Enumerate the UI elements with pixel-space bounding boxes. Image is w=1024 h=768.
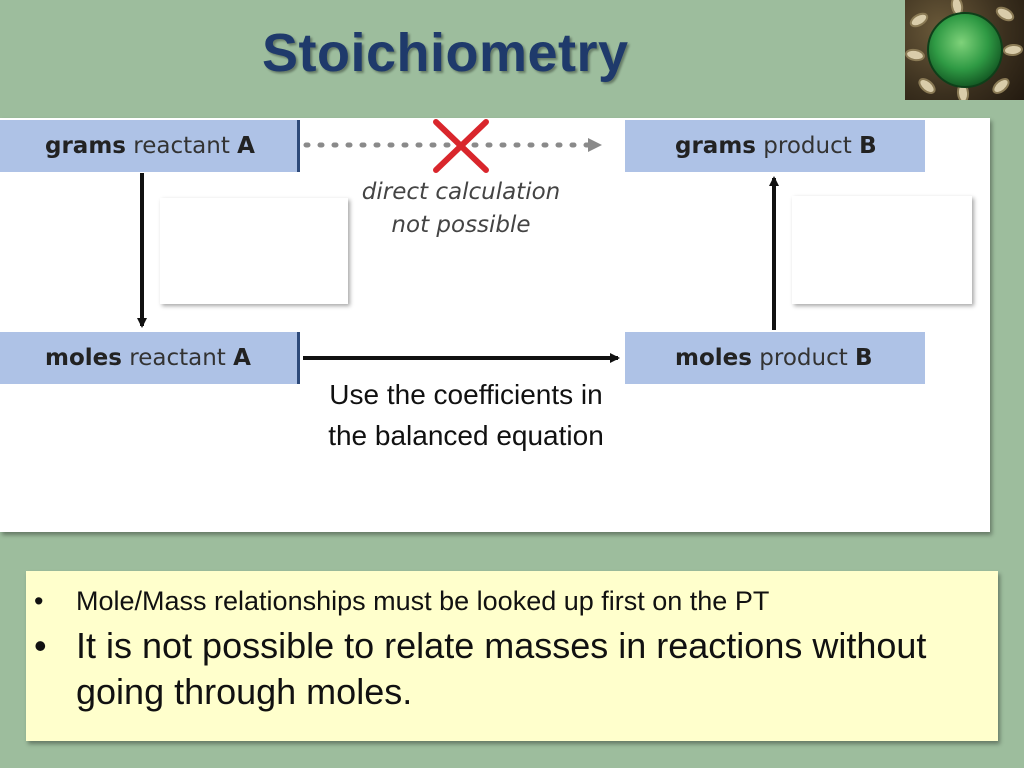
node-rest: reactant — [133, 133, 230, 159]
node-rest: reactant — [129, 345, 226, 371]
bullet-icon: • — [34, 625, 47, 666]
bullet-text: It is not possible to relate masses in r… — [76, 625, 927, 712]
bullet-item: • It is not possible to relate masses in… — [26, 623, 998, 715]
node-word: grams — [45, 133, 126, 159]
cell-illustration — [905, 0, 1023, 100]
node-letter: B — [855, 345, 873, 371]
callout-box-right — [792, 196, 972, 304]
note-line: not possible — [391, 212, 531, 238]
note-line: direct calculation — [361, 179, 561, 205]
callout-box-left — [160, 198, 348, 304]
node-letter: A — [233, 345, 251, 371]
node-grams-reactant: grams reactant A — [0, 120, 300, 172]
node-word: moles — [45, 345, 122, 371]
node-moles-product: moles product B — [625, 332, 925, 384]
node-rest: product — [763, 133, 852, 159]
diagram-arrows — [137, 119, 779, 363]
node-moles-reactant: moles reactant A — [0, 332, 300, 384]
diagram-panel: grams reactant A grams product B moles r… — [0, 118, 990, 532]
slide-title: Stoichiometry — [262, 23, 629, 83]
node-letter: A — [237, 133, 255, 159]
bullet-box: • Mole/Mass relationships must be looked… — [26, 571, 998, 741]
coefficients-note: Use the coefficients in the balanced equ… — [328, 379, 604, 451]
node-grams-product: grams product B — [625, 120, 925, 172]
bullet-text: Mole/Mass relationships must be looked u… — [76, 586, 770, 616]
bullet-icon: • — [34, 586, 44, 616]
red-cross-icon — [433, 119, 489, 173]
node-word: moles — [675, 345, 752, 371]
cell-image — [905, 0, 1024, 100]
node-letter: B — [859, 133, 877, 159]
node-word: grams — [675, 133, 756, 159]
direct-calculation-note: direct calculation not possible — [352, 176, 570, 242]
bullet-list: • Mole/Mass relationships must be looked… — [26, 571, 998, 715]
bullet-item: • Mole/Mass relationships must be looked… — [26, 581, 998, 621]
node-rest: product — [759, 345, 848, 371]
